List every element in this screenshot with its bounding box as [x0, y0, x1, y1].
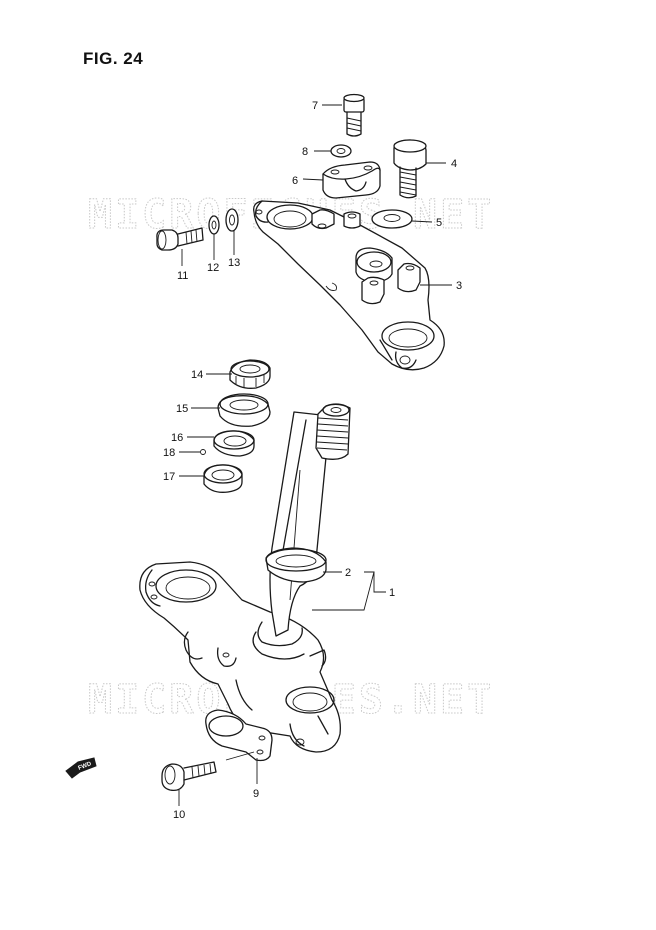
callout-13: 13 [228, 257, 240, 269]
callout-4: 4 [451, 158, 457, 170]
part-9-plate [205, 709, 273, 762]
callout-16: 16 [171, 432, 183, 444]
part-15-dust-seal [217, 393, 271, 427]
part-18-ball [200, 449, 206, 455]
callout-18: 18 [163, 447, 175, 459]
callout-9: 9 [253, 788, 259, 800]
callout-17: 17 [163, 471, 175, 483]
callout-5: 5 [436, 217, 442, 229]
part-8-washer [330, 144, 352, 158]
part-13-washer [225, 208, 239, 232]
callout-11: 11 [177, 270, 188, 282]
part-14-steering-nut [229, 359, 271, 389]
callout-3: 3 [456, 280, 462, 292]
part-5-washer [371, 209, 413, 229]
part-17-lower-bearing [203, 464, 243, 493]
part-6-handlebar-holder [322, 161, 381, 199]
leader-lines [178, 104, 452, 806]
part-12-washer [208, 215, 220, 235]
part-16-bearing [213, 430, 255, 457]
part-4-bolt [393, 139, 427, 199]
part-10-bolt [161, 761, 217, 792]
part-3-upper-bracket [253, 200, 445, 371]
fwd-arrow-icon: FWD [65, 757, 97, 779]
callout-7: 7 [312, 100, 318, 112]
callout-10: 10 [173, 809, 185, 821]
fwd-label: FWD [78, 761, 94, 772]
part-11-bolt [156, 227, 204, 251]
callout-15: 15 [176, 403, 188, 415]
callout-1: 1 [389, 587, 395, 599]
callout-6: 6 [292, 175, 298, 187]
part-7-bolt [343, 93, 365, 137]
callout-14: 14 [191, 369, 203, 381]
callout-labels: 7 8 6 4 5 3 11 12 13 14 15 16 18 17 2 1 … [163, 100, 462, 821]
callout-8: 8 [302, 146, 308, 158]
callout-12: 12 [207, 262, 219, 274]
callout-2: 2 [345, 567, 351, 579]
figure-title: FIG. 24 [83, 49, 144, 68]
part-2-seal [265, 547, 327, 583]
